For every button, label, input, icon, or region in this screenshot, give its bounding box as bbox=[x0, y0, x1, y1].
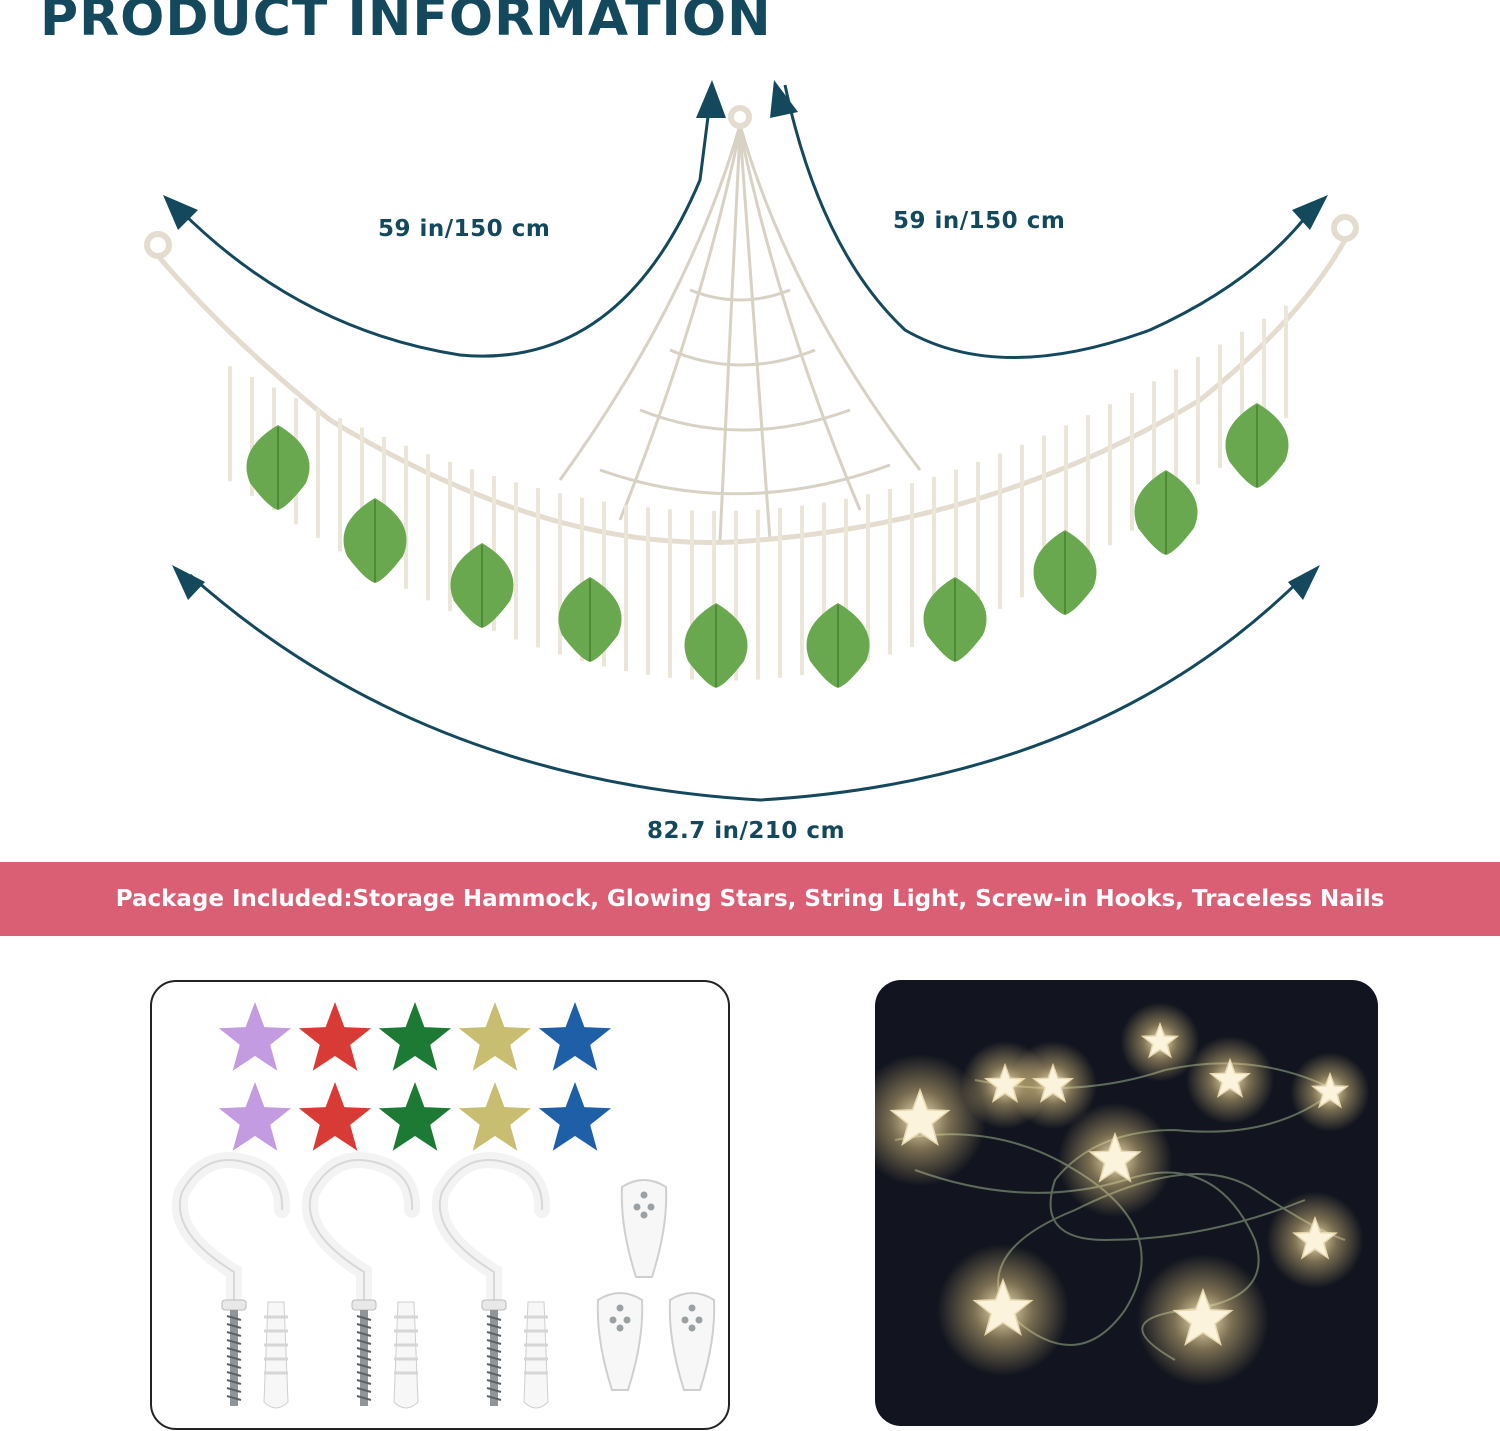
dimension-arrows bbox=[178, 84, 1317, 802]
star-sticker-icon bbox=[378, 1002, 452, 1071]
dimension-bottom-width: 82.7 in/210 cm bbox=[647, 818, 846, 844]
leaf-tassel bbox=[343, 498, 407, 583]
string-light-star-icon bbox=[1266, 1191, 1364, 1289]
traceless-nail-icon bbox=[596, 1292, 644, 1391]
leaf-tassel bbox=[1225, 403, 1289, 488]
star-sticker-icon bbox=[218, 1082, 292, 1151]
star-sticker-icon bbox=[538, 1002, 612, 1071]
traceless-nails bbox=[596, 1179, 716, 1391]
arrow-icon bbox=[163, 80, 1328, 600]
wall-anchor-icon bbox=[393, 1301, 419, 1409]
star-sticker-icon bbox=[538, 1082, 612, 1151]
leaf-tassel bbox=[806, 603, 870, 688]
hammock-net bbox=[558, 124, 922, 541]
string-light-star-icon bbox=[1120, 1002, 1200, 1082]
star-sticker-icon bbox=[218, 1002, 292, 1071]
string-light-star-icon bbox=[875, 1054, 986, 1186]
star-sticker-icon bbox=[458, 1002, 532, 1071]
package-banner: Package Included:Storage Hammock, Glowin… bbox=[0, 862, 1500, 936]
dimension-left-arm: 59 in/150 cm bbox=[378, 216, 551, 242]
leaf-tassel bbox=[1134, 470, 1198, 555]
accessories-panel bbox=[150, 980, 730, 1430]
screw-in-hooks bbox=[171, 1152, 551, 1409]
glowing-stars bbox=[218, 1002, 612, 1151]
string-light-star-icon bbox=[1057, 1102, 1173, 1218]
screw-hook-icon bbox=[431, 1152, 551, 1406]
star-sticker-icon bbox=[298, 1002, 372, 1071]
string-light-illustration bbox=[875, 1002, 1370, 1386]
leaf-tassel bbox=[923, 577, 987, 662]
string-light-star-icon bbox=[937, 1244, 1069, 1376]
package-included-text: Package Included:Storage Hammock, Glowin… bbox=[115, 886, 1385, 912]
star-sticker-icon bbox=[458, 1082, 532, 1151]
star-sticker-icon bbox=[378, 1082, 452, 1151]
leaf-tassel bbox=[558, 577, 622, 662]
dimension-right-arm: 59 in/150 cm bbox=[893, 208, 1066, 234]
screw-hook-icon bbox=[301, 1152, 421, 1406]
string-light-panel bbox=[875, 980, 1378, 1426]
traceless-nail-icon bbox=[668, 1292, 716, 1391]
string-light-star-icon bbox=[1137, 1254, 1269, 1386]
wall-anchor-icon bbox=[263, 1301, 289, 1409]
leaf-tassel bbox=[1033, 530, 1097, 615]
hammock-illustration bbox=[144, 80, 1359, 802]
star-sticker-icon bbox=[298, 1082, 372, 1151]
string-light-star-icon bbox=[1186, 1036, 1274, 1124]
string-light-star-icon bbox=[1009, 1041, 1097, 1129]
accessories-illustration bbox=[171, 1002, 716, 1409]
traceless-nail-icon bbox=[620, 1179, 668, 1278]
leaf-garland bbox=[246, 403, 1289, 688]
string-light-star-icon bbox=[1290, 1052, 1370, 1132]
leaf-tassel bbox=[684, 603, 748, 688]
screw-hook-icon bbox=[171, 1152, 291, 1406]
page-title: PRODUCT INFORMATION bbox=[40, 0, 772, 48]
wall-anchor-icon bbox=[523, 1301, 549, 1409]
star-lights bbox=[875, 1002, 1370, 1386]
leaf-tassel bbox=[246, 425, 310, 510]
leaf-tassel bbox=[450, 543, 514, 628]
